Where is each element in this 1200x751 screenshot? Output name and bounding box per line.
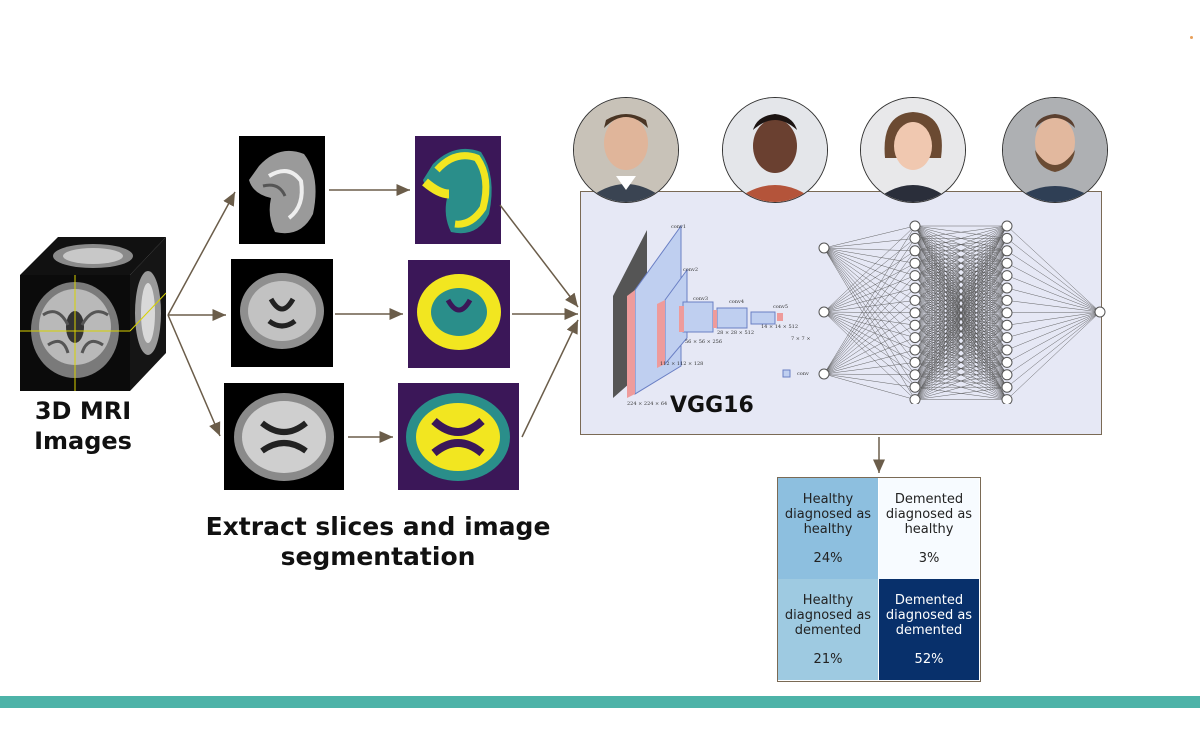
nn-node xyxy=(909,381,921,393)
nn-node xyxy=(1001,369,1013,381)
model-name: VGG16 xyxy=(670,393,754,418)
corner-dot xyxy=(1190,36,1193,39)
nn-node xyxy=(1001,245,1013,257)
nn-node xyxy=(909,344,921,356)
nn-node xyxy=(909,270,921,282)
cm-cell-value: 24% xyxy=(813,551,843,566)
cm-cell-value: 21% xyxy=(813,652,843,667)
segmentation-sagittal xyxy=(415,136,501,244)
nn-node xyxy=(1001,394,1013,404)
mri-slice-sagittal xyxy=(239,136,325,244)
cm-cell-value: 3% xyxy=(918,551,940,566)
nn-node xyxy=(1001,319,1013,331)
team-member-1-avatar xyxy=(573,97,679,203)
nn-node xyxy=(1001,282,1013,294)
label-dim2: 112 × 112 × 128 xyxy=(660,361,703,367)
nn-node xyxy=(1001,332,1013,344)
nn-node xyxy=(1001,344,1013,356)
nn-node xyxy=(909,394,921,404)
nn-node xyxy=(1001,307,1013,319)
nn-node xyxy=(909,319,921,331)
nn-node xyxy=(1001,356,1013,368)
nn-node xyxy=(909,245,921,257)
nn-node xyxy=(1001,232,1013,244)
label-legend: conv xyxy=(797,371,809,377)
nn-node xyxy=(1001,220,1013,232)
cm-cell-demented-demented: Demented diagnosed as demented 52% xyxy=(879,579,979,680)
cm-cell-demented-healthy: Demented diagnosed as healthy 3% xyxy=(879,478,979,579)
nn-node xyxy=(909,307,921,319)
nn-node xyxy=(1001,294,1013,306)
nn-node xyxy=(818,306,830,318)
mri-slice-axial xyxy=(224,383,344,490)
team-member-2-avatar xyxy=(722,97,828,203)
segmentation-axial xyxy=(398,383,519,490)
nn-node xyxy=(909,356,921,368)
nn-node xyxy=(909,282,921,294)
cm-cell-label: Demented diagnosed as demented xyxy=(885,593,973,638)
nn-node xyxy=(909,232,921,244)
nn-node xyxy=(909,294,921,306)
label-dim1: 224 × 224 × 64 xyxy=(627,401,667,407)
input-title: 3D MRI Images xyxy=(34,397,132,455)
nn-node xyxy=(818,242,830,254)
label-conv2: conv2 xyxy=(683,267,698,273)
cm-cell-healthy-demented: Healthy diagnosed as demented 21% xyxy=(778,579,878,680)
cm-cell-label: Healthy diagnosed as demented xyxy=(784,593,872,638)
nn-node xyxy=(1001,381,1013,393)
label-dim6: 7 × 7 × xyxy=(791,336,811,342)
label-dim5: 14 × 14 × 512 xyxy=(761,324,798,330)
nn-node xyxy=(909,369,921,381)
label-conv5: conv5 xyxy=(773,304,788,310)
nn-node xyxy=(909,332,921,344)
mri-slice-coronal xyxy=(231,259,333,367)
label-conv4: conv4 xyxy=(729,299,744,305)
nn-node xyxy=(1001,257,1013,269)
label-dim4: 28 × 28 × 512 xyxy=(717,330,754,336)
pipeline-caption: Extract slices and image segmentation xyxy=(205,512,551,571)
cm-cell-healthy-healthy: Healthy diagnosed as healthy 24% xyxy=(778,478,878,579)
confusion-matrix: Healthy diagnosed as healthy 24% Demente… xyxy=(777,477,981,682)
segmentation-coronal xyxy=(408,260,510,368)
cm-cell-label: Demented diagnosed as healthy xyxy=(885,492,973,537)
cm-cell-value: 52% xyxy=(914,652,944,667)
mri-cube-image xyxy=(20,237,167,391)
neural-network-diagram xyxy=(818,220,1106,404)
cm-cell-label: Healthy diagnosed as healthy xyxy=(784,492,872,537)
nn-node xyxy=(909,220,921,232)
nn-node xyxy=(909,257,921,269)
nn-node xyxy=(1001,270,1013,282)
footer-accent-bar xyxy=(0,696,1200,708)
label-dim3: 56 × 56 × 256 xyxy=(685,339,722,345)
nn-node xyxy=(818,368,830,380)
label-conv1: conv1 xyxy=(671,224,686,230)
nn-node xyxy=(1094,306,1106,318)
team-member-3-avatar xyxy=(860,97,966,203)
team-member-4-avatar xyxy=(1002,97,1108,203)
vgg16-architecture-diagram: conv1 conv2 conv3 conv4 conv5 224 × 224 … xyxy=(613,224,811,407)
label-conv3: conv3 xyxy=(693,296,708,302)
